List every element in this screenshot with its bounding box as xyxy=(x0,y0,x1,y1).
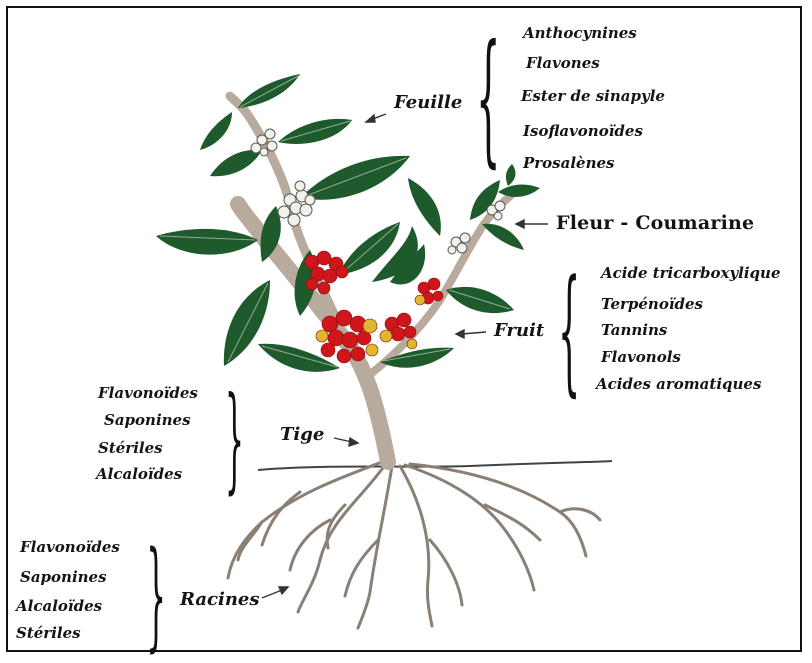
compound-feuille-0: Anthocynines xyxy=(523,26,637,41)
leaf xyxy=(200,112,232,150)
arrow-tige xyxy=(334,438,358,446)
arrow-feuille xyxy=(366,114,386,122)
compound-feuille-1: Flavones xyxy=(526,56,600,71)
brace-feuille: { xyxy=(476,26,501,170)
leaf xyxy=(156,229,258,255)
label-feuille: Feuille xyxy=(394,94,462,112)
compound-fruit-1: Terpénoïdes xyxy=(601,297,703,312)
berry-cluster xyxy=(305,251,348,294)
roots xyxy=(228,462,600,628)
compound-racines-2: Alcaloïdes xyxy=(16,599,102,614)
label-fleur: Fleur - Coumarine xyxy=(556,214,754,233)
compound-feuille-3: Isoflavonoïdes xyxy=(523,124,643,139)
berry-cluster xyxy=(415,278,443,305)
compound-feuille-4: Prosalènes xyxy=(523,156,615,171)
compound-racines-1: Saponines xyxy=(20,570,107,585)
brace-fruit: { xyxy=(558,262,580,399)
leaf xyxy=(498,185,540,197)
label-fruit: Fruit xyxy=(494,322,544,340)
brace-racines: { xyxy=(146,536,166,654)
brace-tige: { xyxy=(225,383,244,497)
compound-fruit-4: Acides aromatiques xyxy=(596,377,761,392)
arrow-racines xyxy=(262,587,288,598)
compound-feuille-2: Ester de sinapyle xyxy=(521,89,665,104)
compound-fruit-3: Flavonols xyxy=(601,350,681,365)
arrow-fleur xyxy=(516,220,548,228)
berry-cluster xyxy=(380,313,417,349)
leaf xyxy=(408,178,441,236)
compound-tige-1: Saponines xyxy=(104,413,191,428)
flower-cluster xyxy=(448,233,470,254)
leaf xyxy=(210,150,262,177)
label-racines: Racines xyxy=(180,591,260,609)
compound-tige-3: Alcaloïdes xyxy=(96,467,182,482)
compound-fruit-0: Acide tricarboxylique xyxy=(601,266,781,281)
berry-cluster xyxy=(316,310,378,363)
compound-racines-3: Stériles xyxy=(16,626,81,641)
compound-racines-0: Flavonoïdes xyxy=(20,540,120,555)
leaf xyxy=(506,164,516,186)
compound-tige-0: Flavonoïdes xyxy=(98,386,198,401)
leaf xyxy=(482,224,524,250)
label-tige: Tige xyxy=(280,426,324,444)
compound-tige-2: Stériles xyxy=(98,441,163,456)
compound-fruit-2: Tannins xyxy=(601,323,667,338)
arrow-fruit xyxy=(456,330,486,338)
